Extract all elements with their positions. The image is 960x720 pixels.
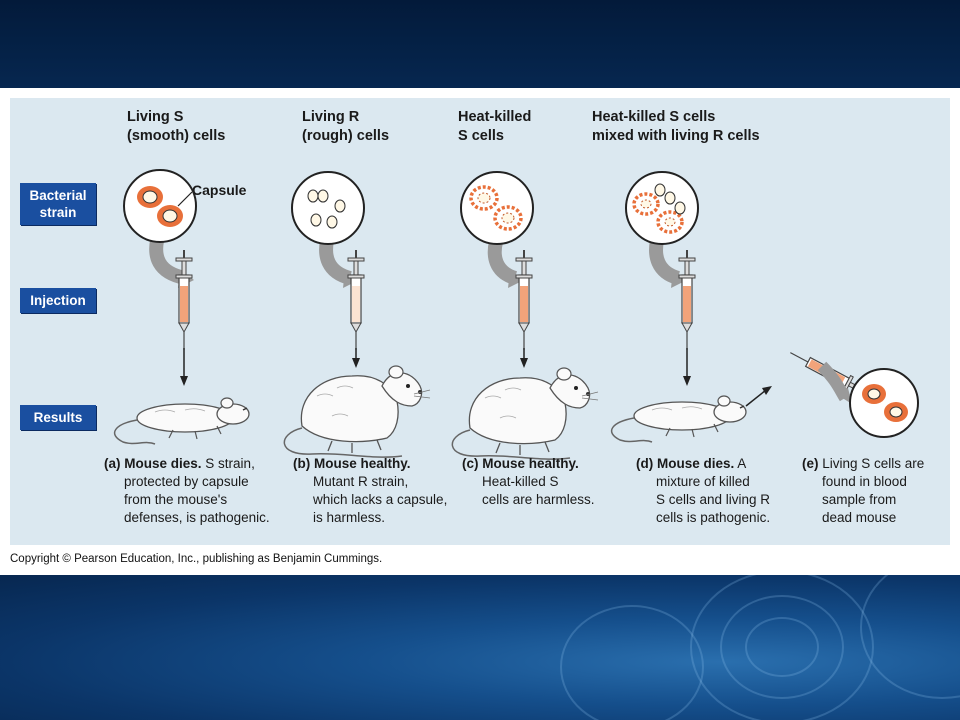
col-e-group: [790, 352, 919, 438]
column-header-mixed: Heat-killed S cells mixed with living R …: [592, 109, 760, 144]
column-header-living-r: Living R (rough) cells: [302, 109, 390, 144]
mouse-d-dead: [610, 395, 747, 443]
caption-b: (b) Mouse healthy. Mutant R strain, whic…: [293, 456, 448, 525]
syringe-d: [678, 249, 696, 351]
caption-d: (d) Mouse dies. A mixture of killed S ce…: [636, 456, 771, 525]
caption-e: (e) Living S cells are found in blood sa…: [802, 456, 925, 525]
figure-artwork: [113, 169, 919, 460]
blood-sample-circle: [849, 368, 919, 438]
stage-label-bacterial-strain: Bacterial strain: [20, 183, 96, 225]
heat-killed-s-circle: [460, 171, 534, 245]
syringe-b: [347, 249, 365, 351]
slide-top-band: [0, 0, 960, 88]
figure-card: Bacterial strain Injection Results Livin…: [0, 88, 960, 575]
griffith-experiment-figure: Bacterial strain Injection Results Livin…: [10, 98, 950, 545]
col-d-group: [610, 171, 772, 443]
column-header-heat-killed-s: Heat-killed S cells: [458, 109, 532, 144]
copyright-notice: Copyright © Pearson Education, Inc., pub…: [10, 553, 383, 565]
stage-label-results: Results: [20, 405, 96, 430]
syringe-c: [515, 249, 533, 351]
slide-bottom-band: [0, 575, 960, 720]
syringe-a: [175, 249, 193, 351]
col-b-group: [283, 171, 431, 458]
capsule-label: Capsule: [192, 182, 247, 198]
column-header-living-s: Living S (smooth) cells: [127, 109, 226, 144]
mouse-a-dead: [113, 397, 250, 445]
stage-label-injection: Injection: [20, 288, 96, 313]
caption-c: (c) Mouse healthy. Heat-killed S cells a…: [462, 456, 595, 507]
mouse-c-alive: [451, 367, 599, 460]
col-c-group: [451, 171, 599, 460]
caption-a: (a) Mouse dies. S strain, protected by c…: [104, 456, 270, 525]
living-s-cells-circle: [123, 169, 197, 243]
living-r-cells-circle: [291, 171, 365, 245]
col-a-group: [113, 169, 250, 445]
mouse-b-alive: [283, 365, 431, 458]
